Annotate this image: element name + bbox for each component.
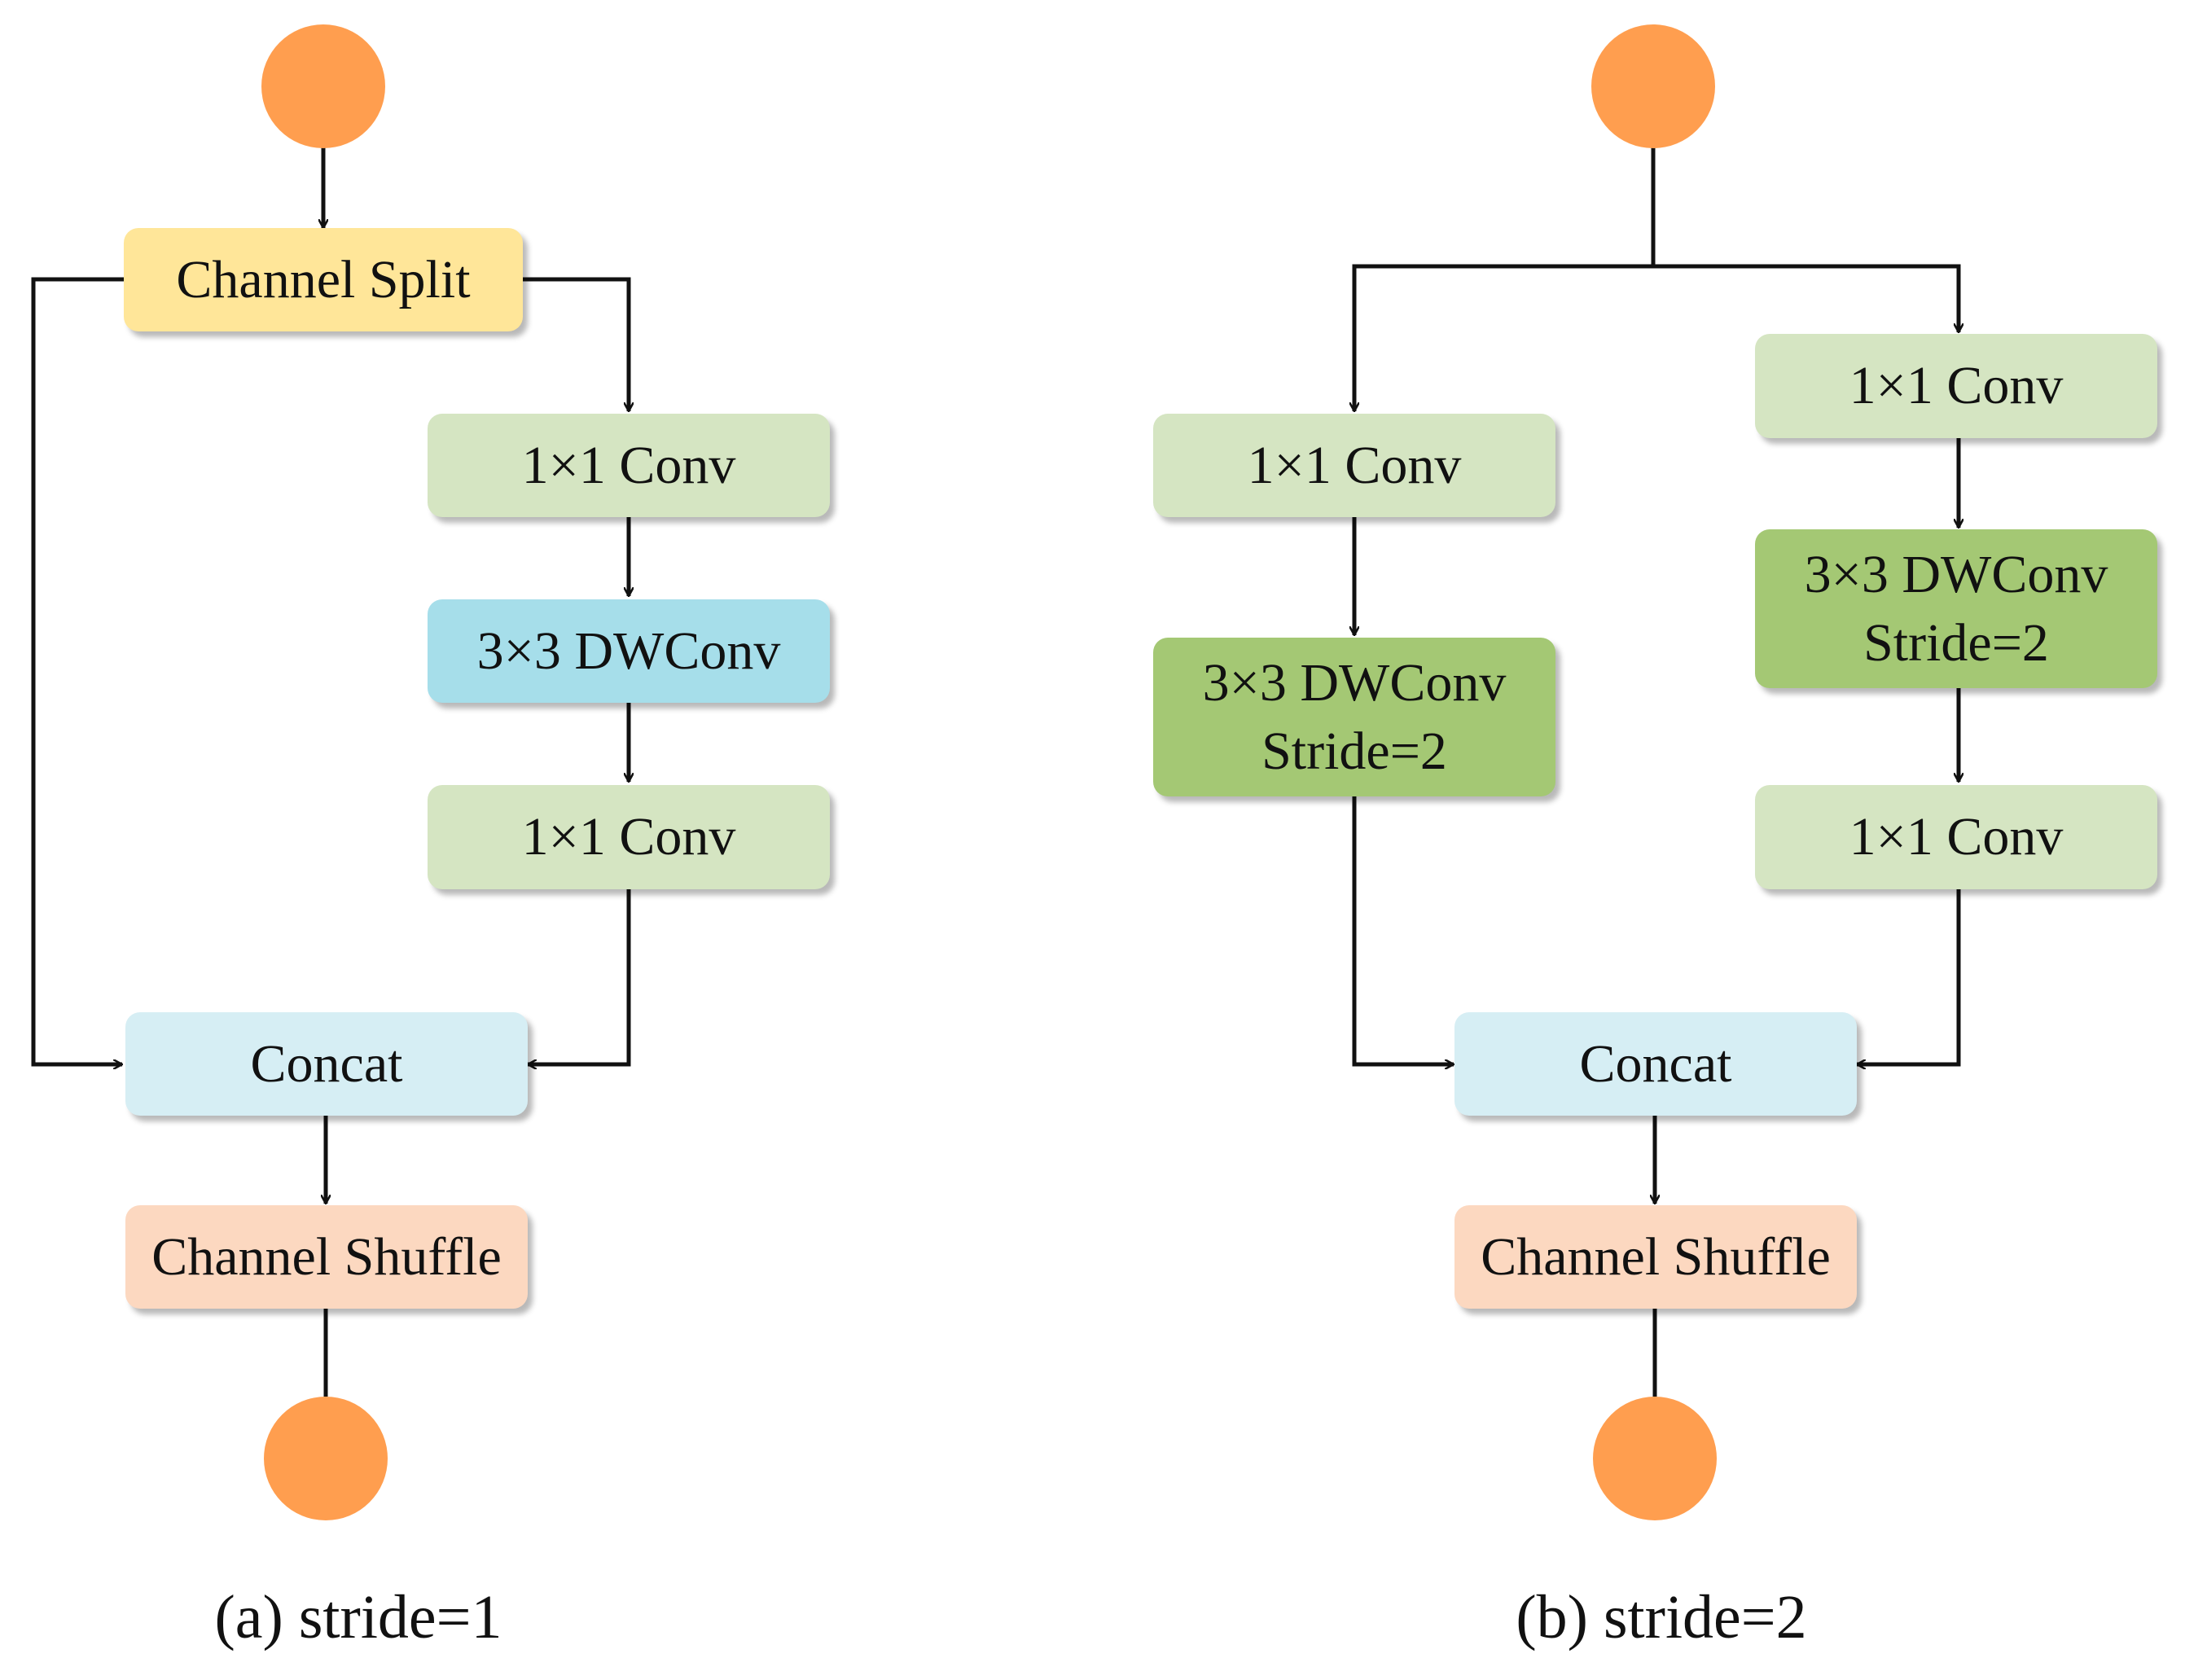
b-right-conv1-label: 1×1 Conv xyxy=(1849,356,2064,415)
b-right-conv2-label: 1×1 Conv xyxy=(1849,807,2064,866)
channel-split-label: Channel Split xyxy=(176,249,471,309)
edge-a-split-shortcut xyxy=(31,277,124,1067)
input-node-b xyxy=(1591,24,1715,148)
edge-b-fork-left xyxy=(1354,264,1653,411)
edge-a-conv2-concat xyxy=(528,889,631,1064)
b-concat-label: Concat xyxy=(1579,1033,1732,1094)
a-concat-label: Concat xyxy=(250,1033,403,1094)
b-right-dwconv-box: 3×3 DWConv Stride=2 xyxy=(1755,529,2157,688)
a-dwconv-box: 3×3 DWConv xyxy=(428,599,830,703)
a-conv1-label: 1×1 Conv xyxy=(521,435,736,495)
b-left-conv-label: 1×1 Conv xyxy=(1247,435,1462,495)
input-node-a xyxy=(261,24,385,148)
caption-b: (b) stride=2 xyxy=(1516,1583,1807,1651)
a-concat-box: Concat xyxy=(125,1012,528,1116)
b-right-dwconv-label-1: 3×3 DWConv xyxy=(1804,544,2108,604)
a-conv1-box: 1×1 Conv xyxy=(428,414,830,517)
a-conv2-label: 1×1 Conv xyxy=(521,807,736,866)
b-right-conv1-box: 1×1 Conv xyxy=(1755,334,2157,438)
b-concat-box: Concat xyxy=(1454,1012,1857,1116)
edge-a-split-branch xyxy=(523,277,629,411)
a-shuffle-box: Channel Shuffle xyxy=(125,1205,528,1309)
b-shuffle-box: Channel Shuffle xyxy=(1454,1205,1857,1309)
edge-b-right-conv2-concat xyxy=(1857,889,1961,1064)
edge-b-fork-right xyxy=(1653,264,1959,332)
b-right-dwconv-label-2: Stride=2 xyxy=(1863,612,2049,673)
edge-b-left-dw-concat xyxy=(1352,796,1454,1064)
a-dwconv-label: 3×3 DWConv xyxy=(476,621,781,681)
b-left-dwconv-box: 3×3 DWConv Stride=2 xyxy=(1153,638,1555,796)
b-shuffle-label: Channel Shuffle xyxy=(1481,1226,1831,1287)
b-left-conv-box: 1×1 Conv xyxy=(1153,414,1555,517)
b-left-dwconv-label-2: Stride=2 xyxy=(1261,721,1447,781)
a-conv2-box: 1×1 Conv xyxy=(428,785,830,889)
b-right-conv2-box: 1×1 Conv xyxy=(1755,785,2157,889)
caption-a: (a) stride=1 xyxy=(214,1583,502,1651)
output-node-a xyxy=(264,1397,388,1520)
channel-split-box: Channel Split xyxy=(124,228,523,331)
a-shuffle-label: Channel Shuffle xyxy=(151,1226,502,1287)
output-node-b xyxy=(1593,1397,1717,1520)
b-left-dwconv-label-1: 3×3 DWConv xyxy=(1202,652,1507,713)
